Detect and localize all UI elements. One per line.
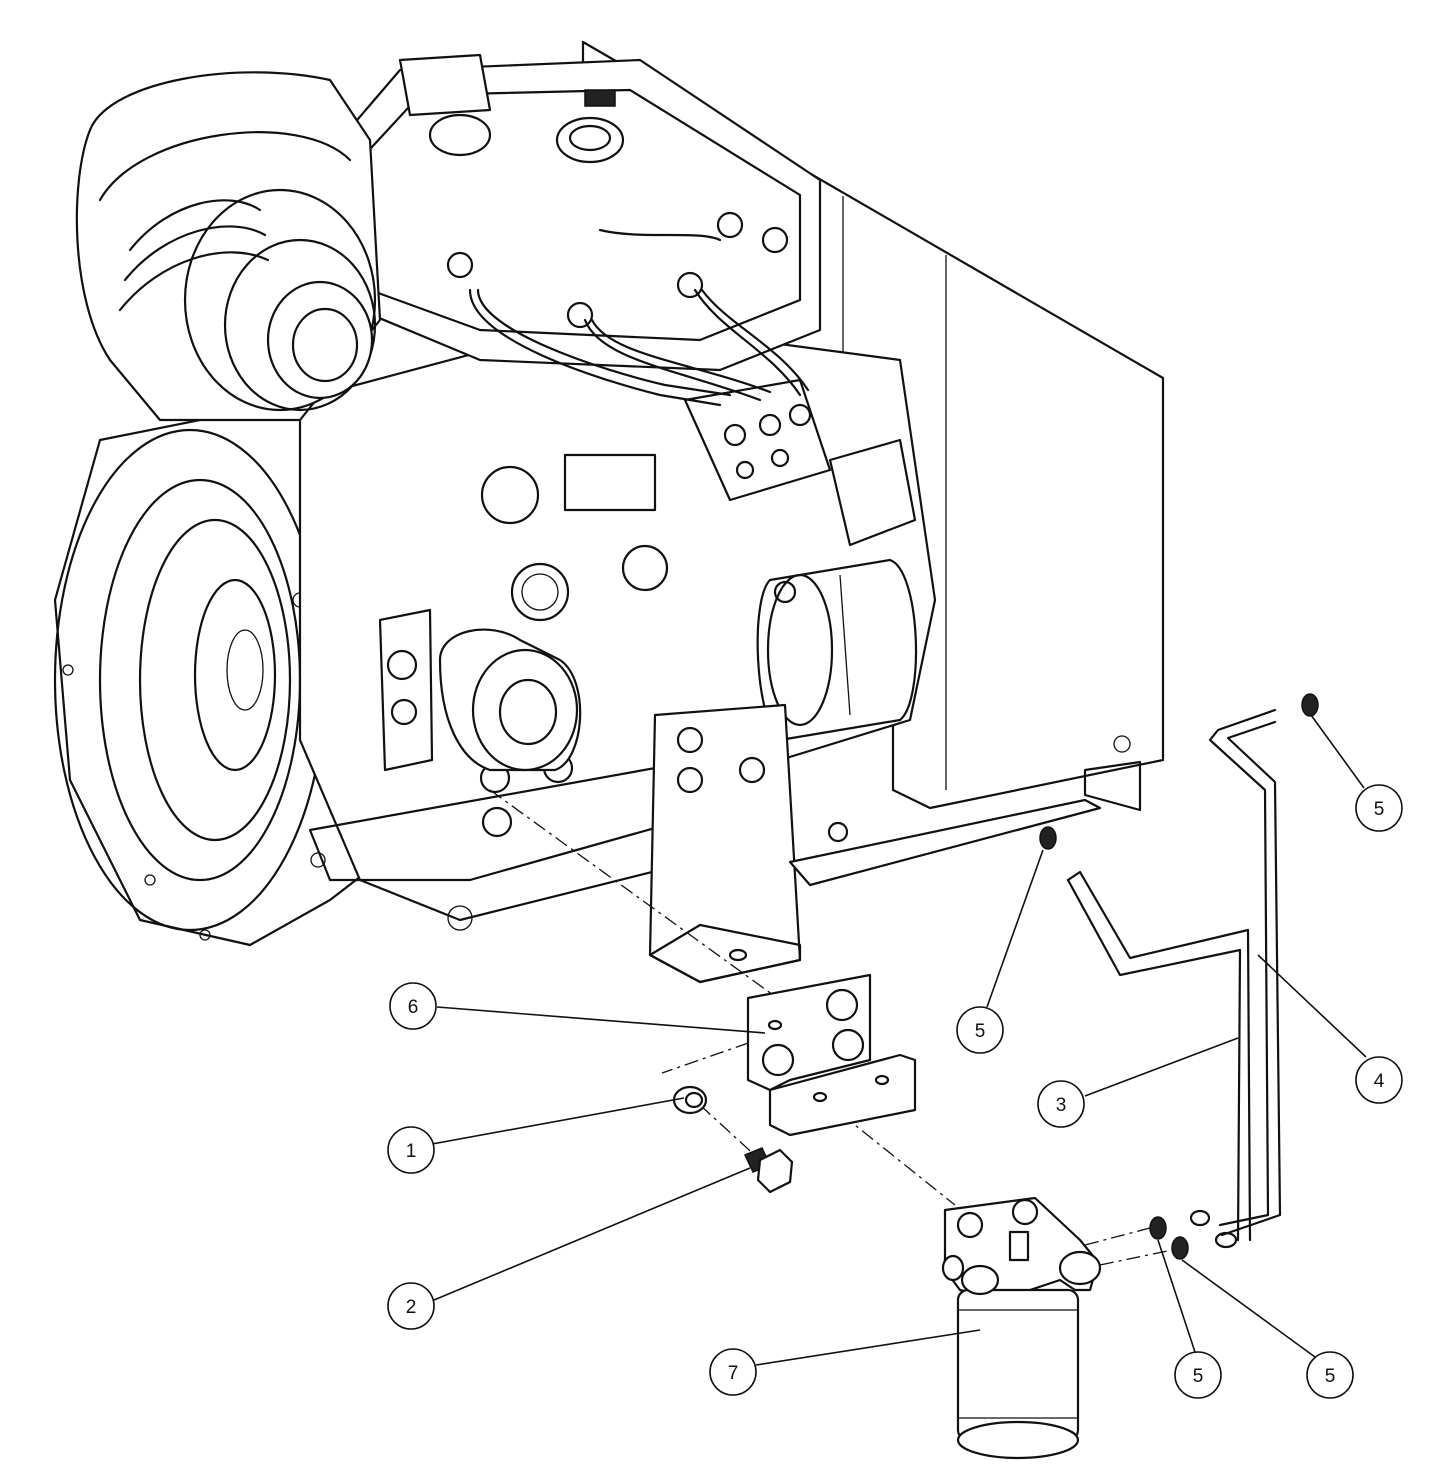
filter-mounting-bracket	[746, 973, 917, 1137]
callout-5-top-label: 5	[1374, 799, 1385, 820]
callout-1-label: 1	[406, 1141, 417, 1162]
callout-3: 3	[1037, 1080, 1085, 1128]
washer	[672, 1085, 708, 1115]
callout-1: 1	[387, 1126, 435, 1174]
oil-pan-flange	[788, 798, 1102, 887]
callout-5-bottom-left: 5	[1174, 1351, 1222, 1399]
injection-pump	[480, 378, 917, 547]
callout-5-top: 5	[1355, 784, 1403, 832]
callout-4-label: 4	[1374, 1071, 1385, 1092]
callout-2-label: 2	[406, 1297, 417, 1318]
hex-bolt	[743, 1147, 794, 1194]
callout-leaders	[431, 714, 1367, 1366]
callout-2: 2	[387, 1282, 435, 1330]
callout-7-label: 7	[728, 1363, 739, 1384]
starter-motor	[756, 558, 918, 742]
callout-3-label: 3	[1056, 1095, 1067, 1116]
callout-7: 7	[709, 1348, 757, 1396]
air-cleaner	[75, 71, 382, 422]
fuel-pipe-3	[1066, 870, 1252, 1249]
callout-6-label: 6	[408, 997, 419, 1018]
callout-5-bottom-right-label: 5	[1325, 1366, 1336, 1387]
callout-5-middle: 5	[956, 1006, 1004, 1054]
injector-lines	[468, 228, 810, 407]
engine-mount-bracket	[648, 703, 802, 984]
fuel-filter	[941, 1196, 1102, 1460]
engine-assembly	[53, 40, 1165, 984]
hose-clips	[1039, 693, 1319, 1260]
callout-5-bottom-right: 5	[1306, 1351, 1354, 1399]
oil-filter	[438, 628, 582, 772]
cylinder-head	[338, 53, 822, 372]
callout-4: 4	[1355, 1056, 1403, 1104]
callout-6: 6	[389, 982, 437, 1030]
callout-5-bottom-left-label: 5	[1193, 1366, 1204, 1387]
fuel-pipe-4	[1189, 708, 1282, 1237]
callout-5-middle-label: 5	[975, 1021, 986, 1042]
